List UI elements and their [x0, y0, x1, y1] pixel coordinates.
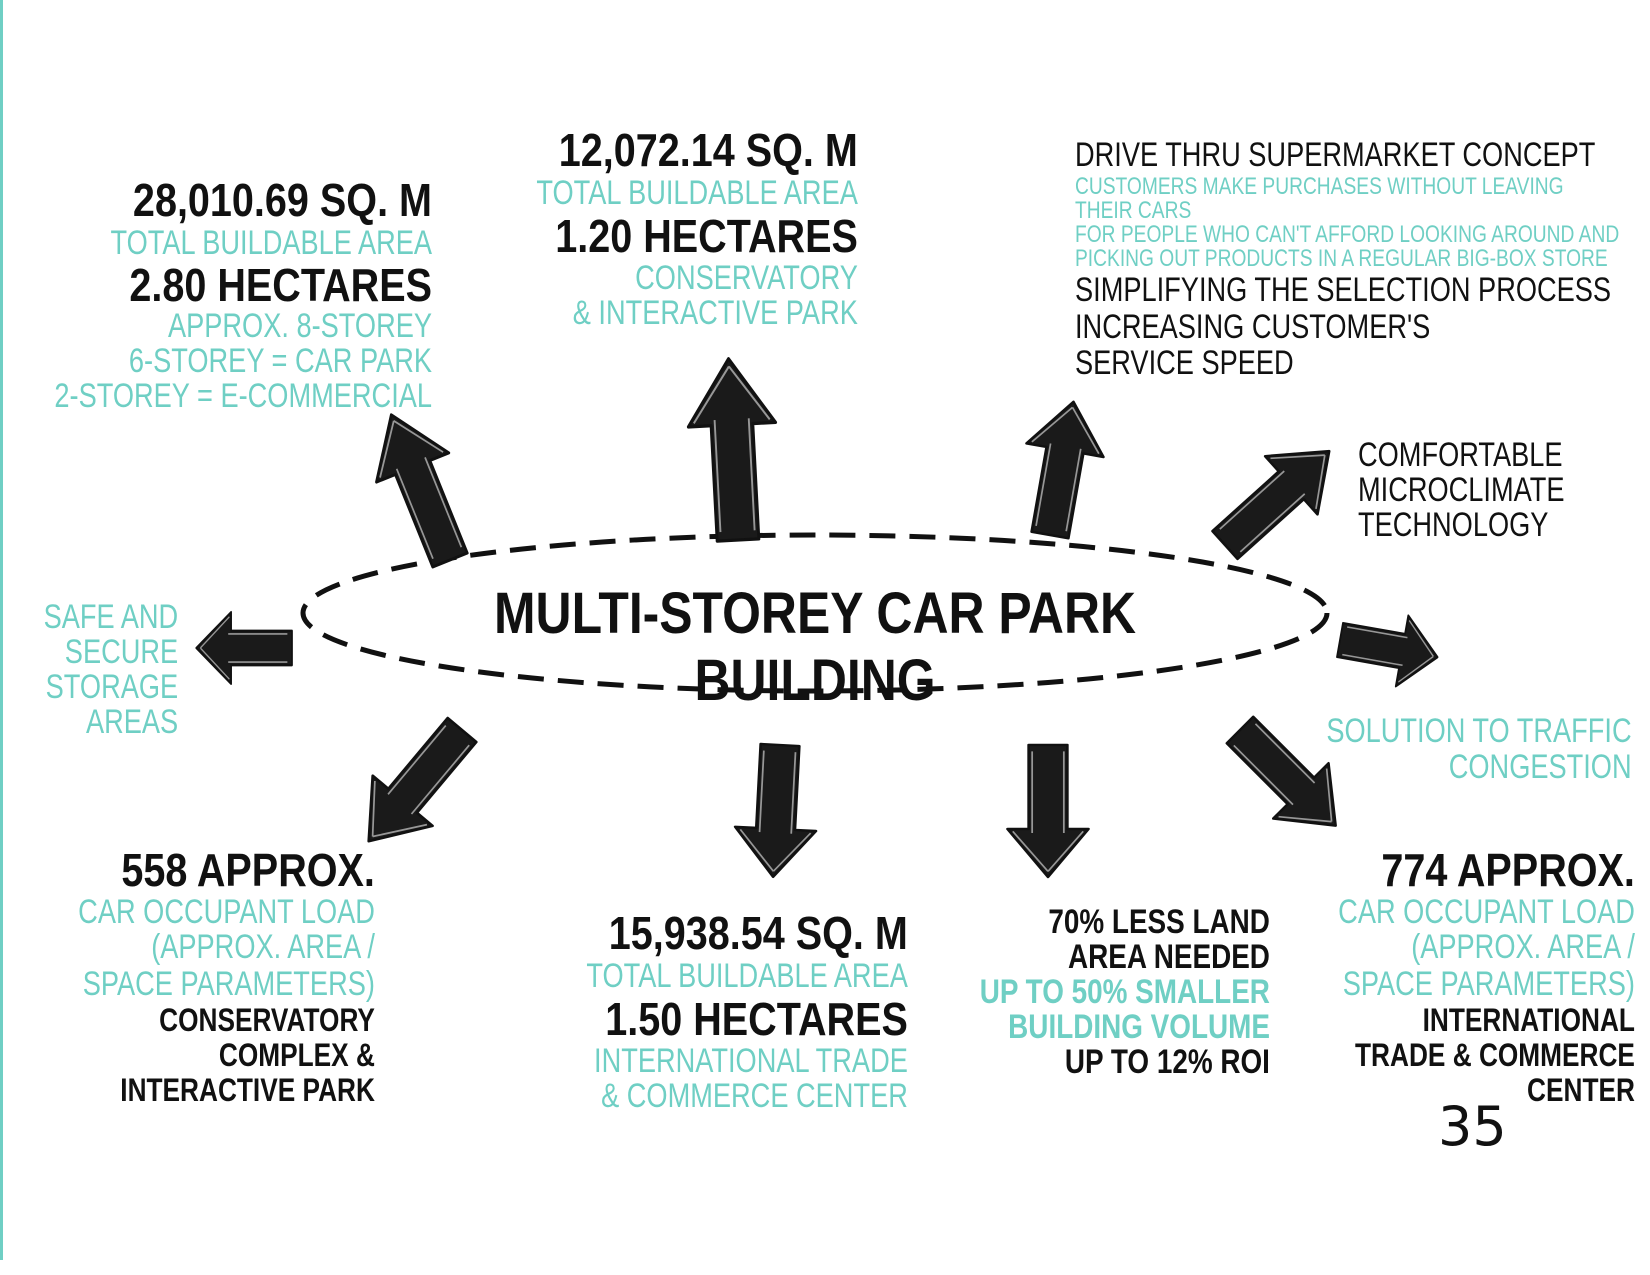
arrow-to-top-center [683, 354, 784, 544]
land-savings-block: 70% LESS LAND AREA NEEDED UP TO 50% SMAL… [916, 905, 1270, 1080]
land-savings-teal-line: BUILDING VOLUME [1008, 1008, 1270, 1046]
microclimate-line: MICROCLIMATE [1358, 471, 1565, 509]
top-center-line: CONSERVATORY [635, 259, 858, 297]
center-title: MULTI-STOREY CAR PARK BUILDING [494, 581, 1136, 713]
center-ellipse [300, 532, 1330, 694]
traffic-block: SOLUTION TO TRAFFIC CONGESTION [1250, 713, 1632, 785]
bottom-right-black-line: CENTER [1527, 1072, 1635, 1108]
top-left-area: 28,010.69 SQ. M [132, 174, 432, 226]
bottom-right-teal-line: SPACE PARAMETERS) [1342, 965, 1635, 1003]
bottom-left-block: 558 APPROX. CAR OCCUPANT LOAD (APPROX. A… [4, 845, 375, 1108]
bottom-right-teal-line: CAR OCCUPANT LOAD [1338, 893, 1635, 931]
top-left-line: 2-STOREY = E-COMMERCIAL [54, 377, 432, 415]
top-right-black-line: SERVICE SPEED [1075, 344, 1294, 382]
top-right-teal-line: THEIR CARS [1075, 197, 1192, 224]
safe-storage-line: SAFE AND [43, 598, 178, 636]
bottom-center-line: INTERNATIONAL TRADE [594, 1042, 908, 1080]
top-left-line: 6-STOREY = CAR PARK [128, 342, 432, 380]
bottom-right-block: 774 APPROX. CAR OCCUPANT LOAD (APPROX. A… [1264, 845, 1635, 1108]
safe-storage-block: SAFE AND SECURE STORAGE AREAS [10, 600, 178, 740]
bottom-left-teal-line: (APPROX. AREA / [151, 928, 375, 966]
land-savings-roi: UP TO 12% ROI [1064, 1043, 1270, 1081]
bottom-left-teal-line: SPACE PARAMETERS) [82, 965, 376, 1003]
top-center-block: 12,072.14 SQ. M TOTAL BUILDABLE AREA 1.2… [456, 125, 858, 331]
traffic-line: SOLUTION TO TRAFFIC [1326, 712, 1632, 750]
arrow-to-bottom-left [337, 703, 494, 868]
bottom-right-teal-line: (APPROX. AREA / [1411, 928, 1635, 966]
bottom-right-black-line: INTERNATIONAL [1422, 1002, 1635, 1038]
traffic-line: CONGESTION [1449, 748, 1632, 786]
safe-storage-line: SECURE [64, 633, 178, 671]
top-right-heading: DRIVE THRU SUPERMARKET CONCEPT [1075, 136, 1596, 174]
top-left-line: APPROX. 8-STOREY [167, 307, 432, 345]
bottom-left-black-line: INTERACTIVE PARK [120, 1072, 375, 1108]
top-right-block: DRIVE THRU SUPERMARKET CONCEPT CUSTOMERS… [1075, 135, 1650, 381]
top-right-black-line: SIMPLIFYING THE SELECTION PROCESS [1075, 271, 1612, 309]
microclimate-line: COMFORTABLE [1358, 436, 1563, 474]
safe-storage-line: AREAS [85, 703, 178, 741]
bottom-left-teal-line: CAR OCCUPANT LOAD [78, 893, 375, 931]
bottom-left-count: 558 APPROX. [121, 844, 375, 896]
safe-storage-line: STORAGE [45, 668, 179, 706]
top-left-block: 28,010.69 SQ. M TOTAL BUILDABLE AREA 2.8… [0, 175, 432, 414]
arrow-to-traffic [1332, 603, 1445, 694]
land-savings-teal-line: UP TO 50% SMALLER [979, 973, 1270, 1011]
arrow-to-bottom-mid-right [1006, 743, 1090, 879]
arrow-to-microclimate [1197, 420, 1357, 576]
land-savings-black-line: 70% LESS LAND [1048, 903, 1270, 941]
arrow-to-top-left [353, 398, 488, 577]
top-left-hectares: 2.80 HECTARES [129, 259, 433, 311]
microclimate-line: TECHNOLOGY [1358, 506, 1549, 544]
top-right-black-line: INCREASING CUSTOMER'S [1075, 308, 1431, 346]
page-number: 35 [1438, 1095, 1507, 1158]
microclimate-block: COMFORTABLE MICROCLIMATE TECHNOLOGY [1358, 438, 1616, 543]
land-savings-black-line: AREA NEEDED [1068, 938, 1270, 976]
page-edge-rule [0, 0, 3, 1260]
bottom-center-area: 15,938.54 SQ. M [608, 907, 908, 959]
top-center-area: 12,072.14 SQ. M [558, 124, 858, 176]
bottom-left-black-line: CONSERVATORY [159, 1002, 375, 1038]
top-right-teal-line: PICKING OUT PRODUCTS IN A REGULAR BIG-BO… [1075, 245, 1608, 272]
arrow-to-bottom-center [731, 741, 822, 881]
bottom-center-line: & COMMERCE CENTER [601, 1077, 908, 1115]
top-center-hectares: 1.20 HECTARES [555, 210, 858, 262]
bottom-right-black-line: TRADE & COMMERCE [1355, 1037, 1635, 1073]
bottom-right-count: 774 APPROX. [1381, 844, 1635, 896]
top-center-area-label: TOTAL BUILDABLE AREA [536, 174, 858, 212]
bottom-center-block: 15,938.54 SQ. M TOTAL BUILDABLE AREA 1.5… [506, 908, 908, 1114]
arrow-to-top-right [1010, 393, 1114, 544]
top-right-teal-line: FOR PEOPLE WHO CAN'T AFFORD LOOKING AROU… [1075, 221, 1620, 248]
bottom-center-hectares: 1.50 HECTARES [605, 993, 908, 1045]
top-center-line: & INTERACTIVE PARK [572, 294, 858, 332]
bottom-center-area-label: TOTAL BUILDABLE AREA [586, 957, 908, 995]
top-right-teal-line: CUSTOMERS MAKE PURCHASES WITHOUT LEAVING [1075, 173, 1564, 200]
arrow-to-safe-storage [195, 610, 294, 686]
top-left-area-label: TOTAL BUILDABLE AREA [110, 224, 432, 262]
bottom-left-black-line: COMPLEX & [219, 1037, 375, 1073]
